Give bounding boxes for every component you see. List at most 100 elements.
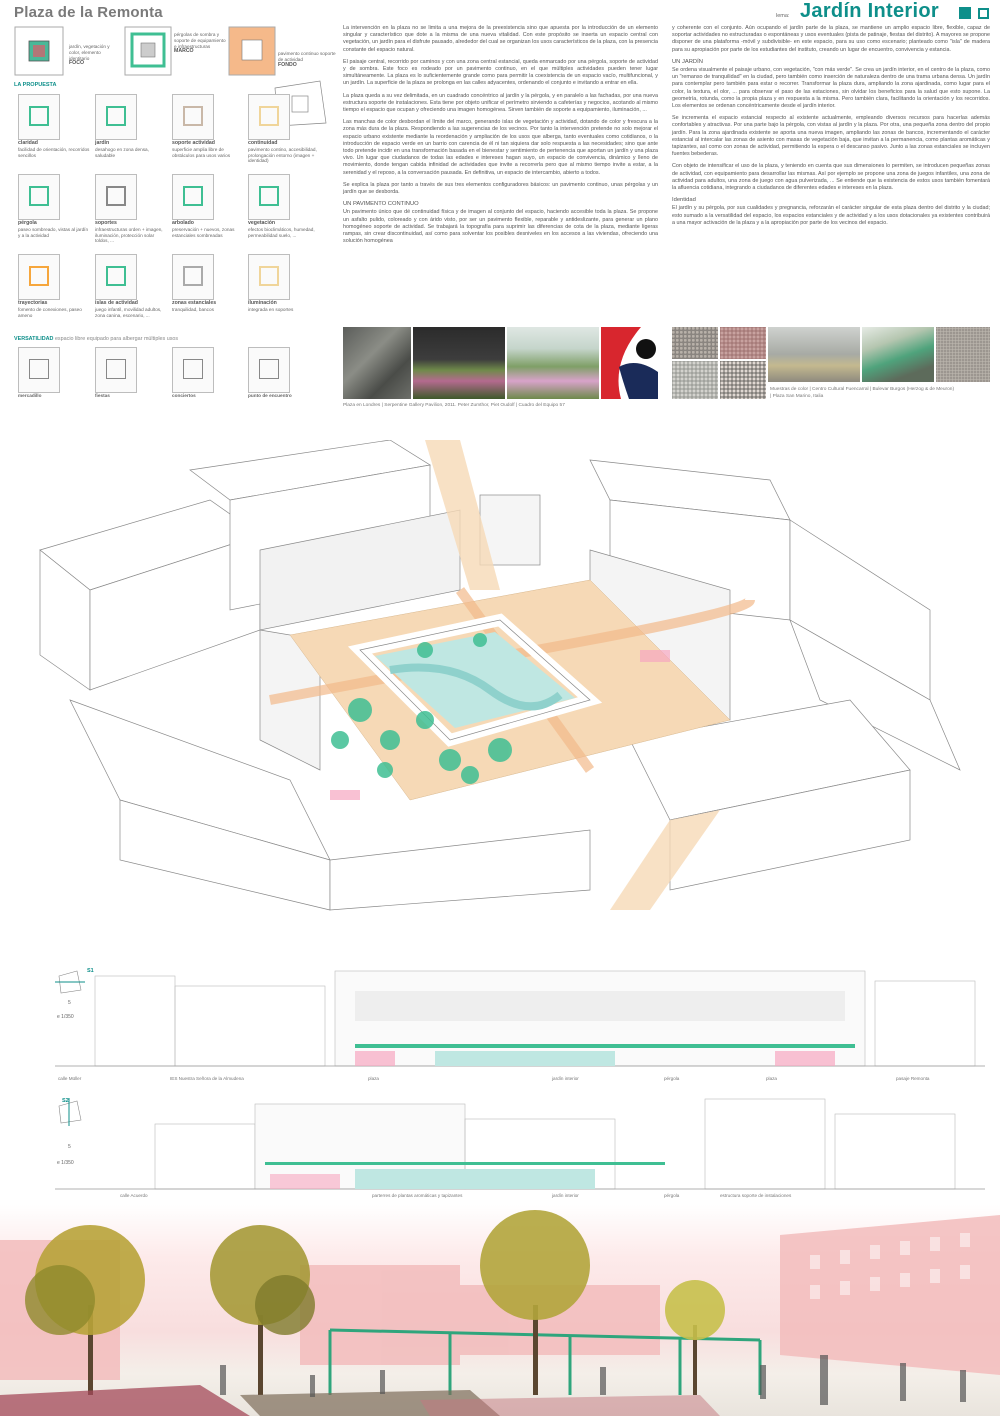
section-s1-label: jardín interior <box>552 1076 579 1081</box>
propuesta-diagram-trayectorias <box>18 254 60 300</box>
diagram-square-icon <box>259 106 279 126</box>
section-s2-label: estructura soporte de instalaciones <box>720 1193 792 1198</box>
concept-fondo: pavimento continuo soporte de actividad … <box>228 26 338 76</box>
foco-diagram <box>14 26 64 76</box>
text-paragraph: Se explica la plaza por tanto a través d… <box>343 181 658 196</box>
diagram-square-icon <box>259 359 279 379</box>
fondo-diagram <box>228 26 276 76</box>
photo-color-sample-2 <box>720 327 766 359</box>
versatilidad-diagram-punto-de-encuentro <box>248 347 290 393</box>
propuesta-item-title: jardín <box>95 140 110 146</box>
photo-centro-cultural <box>768 327 860 382</box>
photo-plaza-san-marino <box>936 327 990 382</box>
square-outline-icon <box>978 8 989 19</box>
versatilidad-item-label: punto de encuentro <box>248 393 292 398</box>
photo-color-sample-1 <box>672 327 718 359</box>
photo-garden-flowers <box>507 327 599 399</box>
propuesta-item-desc: juego infantil, movilidad adultos, zona … <box>95 306 162 318</box>
section-s1-label: plaza <box>766 1076 777 1081</box>
text-paragraph: La intervención en la plaza no se limita… <box>343 25 658 53</box>
propuesta-diagram-soportes <box>95 174 137 220</box>
text-paragraph: Las manchas de color desbordan el límite… <box>343 119 658 176</box>
section-s2-scale: e 1/350 <box>57 1160 74 1166</box>
section-s2-label: calle Acuerdo <box>120 1193 148 1198</box>
foco-label: FOCO <box>69 60 84 67</box>
section-s1-label: IES Nuestra Señora de la Almudena <box>170 1076 244 1081</box>
propuesta-item-title: vegetación <box>248 220 276 226</box>
versatilidad-diagram-mercadillo <box>18 347 60 393</box>
project-title: Jardín Interior <box>800 0 939 22</box>
diagram-square-icon <box>29 266 49 286</box>
propuesta-item-title: soportes <box>95 220 117 226</box>
text-column-2: y coherente con el conjunto. Aún ocupand… <box>672 25 990 232</box>
propuesta-heading: LA PROPUESTA <box>14 82 57 88</box>
diagram-square-icon <box>106 106 126 126</box>
concept-marco: pérgolas de sombra y soporte de equipami… <box>124 26 226 76</box>
section-s1-label: plaza <box>368 1076 379 1081</box>
section-s1-drawing <box>55 970 985 1067</box>
photo-bulevar-burgos <box>862 327 934 382</box>
propuesta-item-desc: tranquilidad, bancos <box>172 306 214 312</box>
diagram-square-icon <box>29 359 49 379</box>
versatilidad-item-label: fiestas <box>95 393 110 398</box>
diagram-square-icon <box>183 359 203 379</box>
section-s1-tag: S1 <box>87 968 94 974</box>
text-paragraph: La plaza queda a su vez delimitada, en u… <box>343 92 658 114</box>
propuesta-item-title: arbolado <box>172 220 194 226</box>
references-left-caption: Plaza en Londres | Serpentine Gallery Pa… <box>343 403 565 408</box>
propuesta-diagram-continuidad <box>248 94 290 140</box>
versatilidad-subtitle: espacio libre equipado para albergar múl… <box>54 336 179 342</box>
text-paragraph: El paisaje central, recorrido por camino… <box>343 58 658 87</box>
fondo-label: FONDO <box>278 61 297 68</box>
lema-label: lema: <box>776 13 790 19</box>
diagram-square-icon <box>106 186 126 206</box>
propuesta-item-desc: desahogo en zona densa, saludable <box>95 146 149 158</box>
text-paragraph: Se incrementa el espacio estancial respe… <box>672 115 990 158</box>
references-right-caption-2: | Plaza San Marino, Italia <box>770 394 824 399</box>
propuesta-item-desc: preservación + nuevos, zonas estanciales… <box>172 226 235 238</box>
text-paragraph: El jardín y su pérgola, por sus cualidad… <box>672 205 990 226</box>
photo-color-sample-3 <box>672 361 718 399</box>
section-s2-label: pérgola <box>664 1193 680 1198</box>
concept-foco: jardín, vegetación y color, elemento ide… <box>14 26 119 76</box>
propuesta-diagram-islas-de-actividad <box>95 254 137 300</box>
text-paragraph: Un pavimento único que dé continuidad fí… <box>343 209 658 245</box>
section-s2-label: parterres de plantas aromáticas y tapiza… <box>372 1193 463 1198</box>
text-paragraph: Se ordena visualmente el paisaje urbano,… <box>672 67 990 110</box>
propuesta-item-desc: pavimento contino, accesibilidad, prolon… <box>248 146 317 164</box>
section-s1-label: pasaje Remonta <box>896 1076 930 1081</box>
propuesta-diagram-claridad <box>18 94 60 140</box>
section-s2-drawing <box>55 1098 985 1190</box>
propuesta-diagram-iluminación <box>248 254 290 300</box>
propuesta-item-title: islas de actividad <box>95 300 138 306</box>
diagram-square-icon <box>183 106 203 126</box>
diagram-square-icon <box>259 266 279 286</box>
diagram-square-icon <box>183 266 203 286</box>
text-column-1: La intervención en la plaza no se limita… <box>343 25 658 250</box>
diagram-square-icon <box>259 186 279 206</box>
versatilidad-diagram-conciertos <box>172 347 214 393</box>
foco-text: jardín, vegetación y color, elemento ide… <box>69 44 110 61</box>
propuesta-item-title: zonas estanciales <box>172 300 217 306</box>
propuesta-item-desc: paseo sombreado, vistas al jardín y a la… <box>18 226 89 238</box>
propuesta-item-desc: facilidad de orientación, recorridos sen… <box>18 146 90 158</box>
versatilidad-heading: VERSATILIDAD <box>14 336 54 342</box>
diagram-square-icon <box>106 266 126 286</box>
propuesta-diagram-vegetación <box>248 174 290 220</box>
text-paragraph: Con objeto de intensificar el uso de la … <box>672 163 990 192</box>
propuesta-item-title: pérgola <box>18 220 37 226</box>
section-key-s1 <box>55 970 85 994</box>
section-s2-label: jardín interior <box>552 1193 579 1198</box>
versatilidad-diagram-fiestas <box>95 347 137 393</box>
marco-text: pérgolas de sombra y soporte de equipami… <box>174 32 226 49</box>
diagram-square-icon <box>106 359 126 379</box>
propuesta-item-desc: efectos bioclimáticos, humedad, permeabi… <box>248 226 315 238</box>
